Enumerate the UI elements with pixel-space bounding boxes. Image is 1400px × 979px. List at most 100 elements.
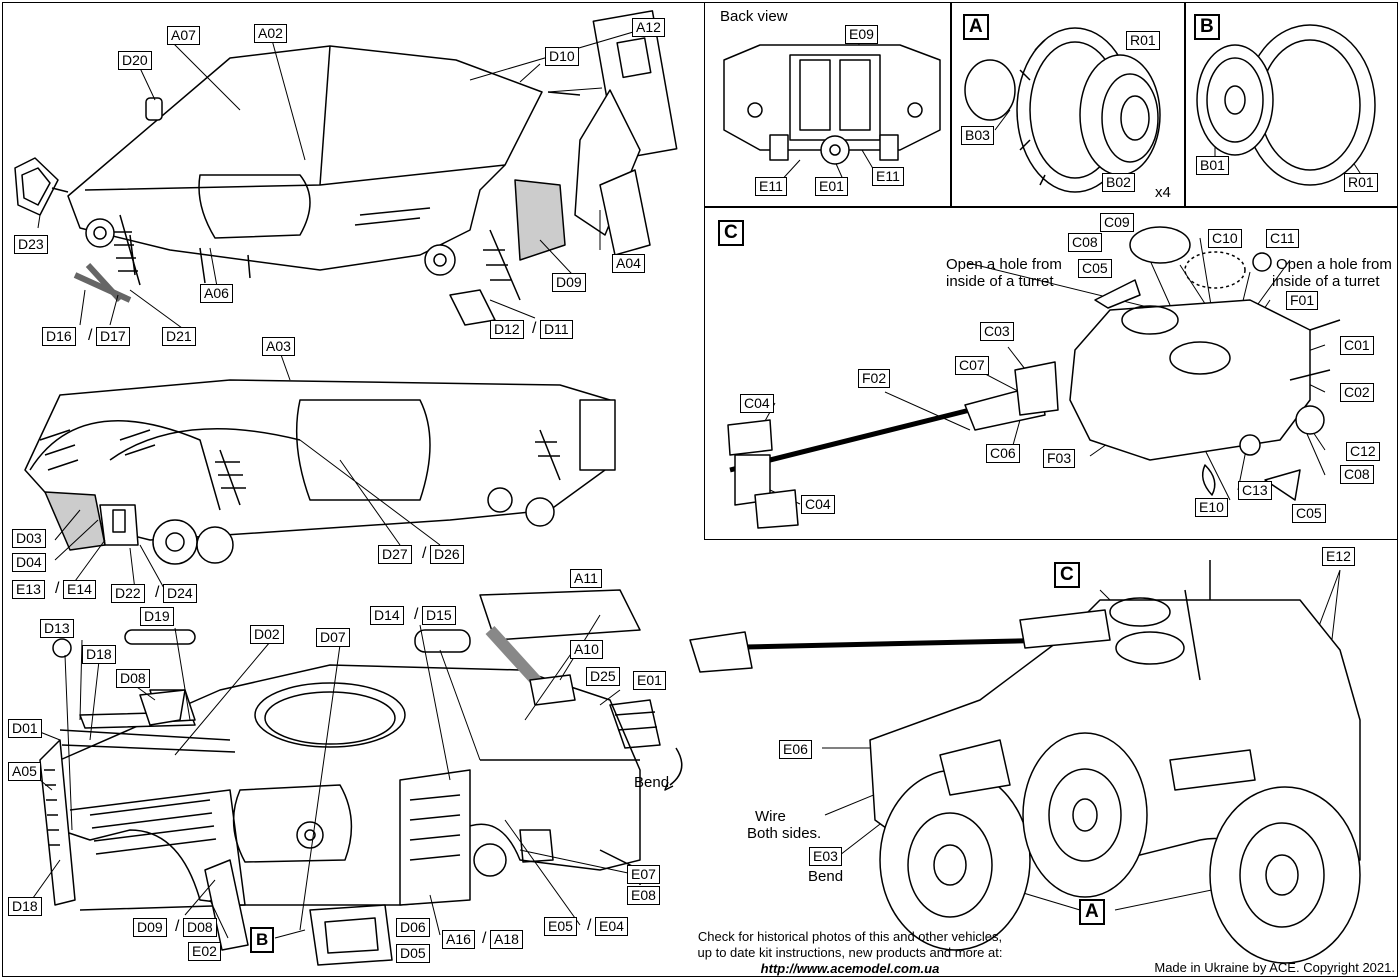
slash: /: [532, 320, 537, 337]
slash: /: [414, 606, 419, 623]
part-label-D09: D09: [552, 273, 586, 292]
part-label-A05: A05: [8, 762, 41, 781]
part-label-E10: E10: [1195, 498, 1228, 517]
note-hole-left-1: Open a hole from: [946, 256, 1062, 273]
footer-line-2: up to date kit instructions, new product…: [697, 945, 1003, 960]
part-label-D03: D03: [12, 529, 46, 548]
detail-b-panel: [1184, 2, 1398, 208]
slash: /: [88, 327, 93, 344]
part-label-D24: D24: [163, 584, 197, 603]
slash: /: [175, 918, 180, 935]
part-label-F03: F03: [1043, 449, 1076, 468]
part-label-D18-bottom: D18: [8, 897, 42, 916]
part-label-D22: D22: [111, 584, 145, 603]
back-view-drawing: [723, 44, 941, 165]
part-label-A04: A04: [612, 254, 645, 273]
part-label-C03: C03: [980, 322, 1014, 341]
slash: /: [422, 545, 427, 562]
part-label-A03: A03: [262, 337, 295, 356]
part-label-E11-right: E11: [872, 167, 904, 186]
part-label-C07: C07: [955, 356, 989, 375]
part-label-R01-a: R01: [1126, 31, 1160, 50]
part-label-D11: D11: [540, 320, 573, 339]
part-label-D27: D27: [378, 545, 412, 564]
slash: /: [55, 580, 60, 597]
suspension-springs: [85, 214, 521, 326]
part-label-C05-top: C05: [1078, 259, 1112, 278]
detail-c-panel: [704, 206, 1398, 540]
note-hole-right-1: Open a hole from: [1276, 256, 1392, 273]
part-label-B01: B01: [1196, 156, 1229, 175]
slash: /: [482, 930, 487, 947]
part-label-C02: C02: [1340, 383, 1374, 402]
part-label-E13: E13: [12, 580, 45, 599]
part-label-A02: A02: [254, 24, 287, 43]
part-label-C05-bottom: C05: [1292, 504, 1326, 523]
part-label-D20: D20: [118, 51, 152, 70]
note-bend-bottom: Bend: [808, 868, 844, 885]
back-view-title: Back view: [720, 8, 788, 25]
part-label-E14: E14: [63, 580, 96, 599]
part-label-C11: C11: [1266, 229, 1299, 248]
part-label-D04: D04: [12, 553, 46, 572]
part-label-D09-bottom: D09: [133, 918, 167, 937]
part-label-D10: D10: [545, 47, 579, 66]
part-label-E02: E02: [188, 942, 221, 961]
part-label-E12: E12: [1322, 547, 1355, 566]
part-label-D08-bottom: D08: [183, 918, 217, 937]
part-label-F01: F01: [1286, 291, 1319, 310]
part-label-D15: D15: [422, 606, 456, 625]
wheel-b-drawing: [1196, 24, 1376, 186]
part-label-D06: D06: [396, 918, 430, 937]
quantity-x4: x4: [1155, 184, 1171, 201]
detail-b-marker: B: [1194, 14, 1220, 40]
note-both-sides: Both sides.: [747, 825, 822, 842]
part-label-E01-step3: E01: [633, 671, 666, 690]
part-label-E04: E04: [595, 917, 628, 936]
footer-line-1: Check for historical photos of this and …: [697, 929, 1003, 944]
part-label-E11-left: E11: [755, 177, 787, 196]
part-label-E03: E03: [809, 847, 842, 866]
part-label-D16: D16: [42, 327, 76, 346]
part-label-C10: C10: [1208, 229, 1242, 248]
part-label-C12: C12: [1346, 442, 1380, 461]
part-label-R01-b: R01: [1344, 173, 1378, 192]
detail-c-marker: C: [718, 220, 744, 246]
part-label-D26: D26: [430, 545, 464, 564]
part-label-B03: B03: [961, 126, 994, 145]
part-label-A16: A16: [442, 930, 475, 949]
part-label-D13: D13: [40, 619, 74, 638]
part-label-D08-top: D08: [116, 669, 150, 688]
part-label-C08-top: C08: [1068, 233, 1102, 252]
part-label-E07: E07: [627, 865, 660, 884]
part-label-D18-top: D18: [82, 645, 116, 664]
footer-copyright: Made in Ukraine by ACE. Copyright 2021.: [1154, 960, 1395, 975]
wheel-a-drawing: [964, 27, 1161, 193]
part-label-D23: D23: [14, 235, 48, 254]
part-label-E05: E05: [544, 917, 577, 936]
hull-side-drawing: [24, 379, 616, 565]
final-c-marker: C: [1054, 562, 1080, 588]
part-label-A11: A11: [570, 569, 602, 588]
back-view-panel: [704, 2, 952, 208]
part-label-A18: A18: [490, 930, 523, 949]
note-bend-top: Bend: [634, 774, 670, 791]
part-label-C08-bottom: C08: [1340, 465, 1374, 484]
part-label-D02: D02: [250, 625, 284, 644]
part-label-C09: C09: [1100, 213, 1134, 232]
detail-a-marker: A: [963, 14, 989, 40]
part-label-D05: D05: [396, 944, 430, 963]
part-label-D25: D25: [586, 667, 620, 686]
part-label-C04-bottom: C04: [801, 495, 835, 514]
part-label-D19: D19: [140, 607, 174, 626]
part-label-D17: D17: [96, 327, 130, 346]
note-hole-right-2: inside of a turret: [1272, 273, 1380, 290]
part-label-A07: A07: [167, 26, 200, 45]
part-label-C04-top: C04: [740, 394, 774, 413]
part-label-D01: D01: [8, 719, 42, 738]
part-label-D21: D21: [162, 327, 196, 346]
part-label-A06: A06: [200, 284, 233, 303]
footer-url-link[interactable]: http://www.acemodel.com.ua: [760, 961, 940, 976]
